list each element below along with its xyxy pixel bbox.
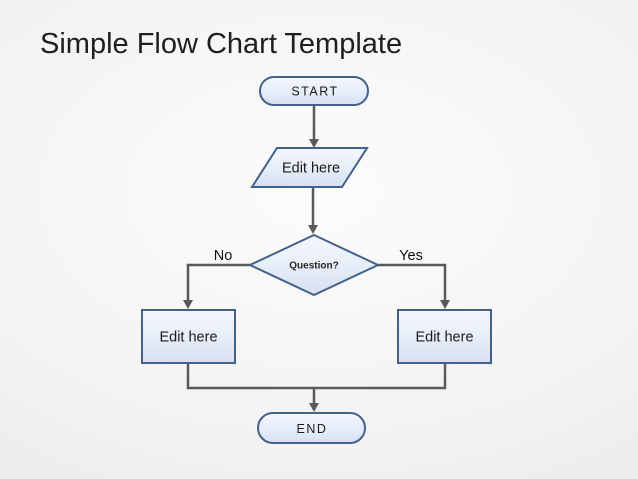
- connector-merge-to-end: [186, 363, 447, 412]
- arrowhead-down-icon: [309, 403, 319, 412]
- arrowhead-down-icon: [308, 225, 318, 234]
- end-label: END: [297, 422, 328, 436]
- start-terminator-shape[interactable]: [259, 76, 369, 106]
- arrowhead-down-icon: [183, 300, 193, 309]
- connector-line: [186, 263, 250, 301]
- connector-decision-no: [183, 263, 250, 309]
- node-input[interactable]: Edit here: [250, 147, 369, 188]
- yes-branch-label: Edit here: [415, 330, 473, 346]
- connector-line: [186, 363, 447, 390]
- connector-decision-yes: [378, 263, 450, 309]
- node-no-branch[interactable]: Edit here: [141, 309, 236, 364]
- decision-diamond-shape[interactable]: [247, 233, 381, 297]
- input-label: Edit here: [282, 161, 340, 177]
- end-terminator-shape[interactable]: [257, 412, 366, 444]
- no-branch-process-shape[interactable]: [141, 309, 236, 364]
- node-end[interactable]: END: [257, 412, 366, 444]
- no-branch-label: Edit here: [159, 330, 217, 346]
- node-decision[interactable]: Question?: [247, 233, 381, 297]
- yes-branch-process-shape[interactable]: [397, 309, 492, 364]
- connector-start-to-input: [309, 105, 319, 148]
- decision-label: Question?: [289, 261, 338, 272]
- slide-title: Simple Flow Chart Template: [40, 28, 403, 60]
- edge-label-no: No: [214, 248, 233, 264]
- arrowhead-down-icon: [440, 300, 450, 309]
- node-start[interactable]: START: [259, 76, 369, 106]
- start-label: START: [291, 85, 338, 99]
- edge-label-yes: Yes: [399, 248, 423, 264]
- connector-line: [378, 263, 447, 301]
- input-parallelogram-shape[interactable]: [250, 147, 369, 188]
- connector-input-to-decision: [308, 187, 318, 234]
- node-yes-branch[interactable]: Edit here: [397, 309, 492, 364]
- arrowhead-down-icon: [309, 139, 319, 148]
